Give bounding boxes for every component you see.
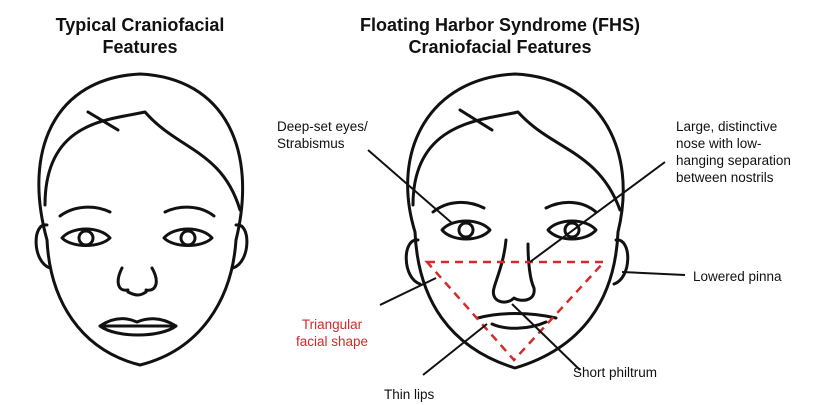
typical-right-brow — [165, 207, 214, 216]
typical-left-iris — [79, 231, 93, 245]
fhs-face — [406, 74, 628, 368]
large-nose-label: Large, distinctive nose with low- hangin… — [676, 118, 791, 186]
large-nose-leader — [530, 162, 665, 262]
triangular-shape-outline — [427, 262, 604, 360]
typical-left-brow — [60, 207, 110, 216]
typical-nose — [118, 268, 156, 295]
fhs-head-outline — [408, 74, 624, 368]
large-nose-line-4: between nostrils — [676, 169, 791, 186]
typical-lips — [100, 319, 176, 335]
triangular-shape-line-2: facial shape — [296, 333, 368, 350]
triangular-shape-line-1: Triangular — [296, 316, 368, 333]
large-nose-line-2: nose with low- — [676, 135, 791, 152]
typical-hair-part — [88, 112, 118, 130]
fhs-lips — [478, 314, 556, 329]
fhs-nose — [493, 240, 534, 302]
typical-right-iris — [181, 231, 195, 245]
typical-face — [36, 74, 247, 365]
thin-lips-label: Thin lips — [384, 386, 434, 403]
typical-hair-line — [45, 112, 240, 210]
fhs-left-iris — [459, 223, 473, 237]
deep-set-eyes-line-2: Strabismus — [277, 135, 368, 152]
deep-set-eyes-label: Deep-set eyes/ Strabismus — [277, 118, 368, 152]
fhs-hair-line — [413, 112, 620, 210]
fhs-hair-part — [460, 110, 492, 130]
lowered-pinna-label: Lowered pinna — [693, 268, 782, 285]
large-nose-line-1: Large, distinctive — [676, 118, 791, 135]
lowered-pinna-leader — [622, 272, 685, 275]
large-nose-line-3: hanging separation — [676, 152, 791, 169]
fhs-right-brow — [546, 202, 596, 212]
fhs-left-brow — [433, 202, 484, 212]
triangular-shape-label: Triangular facial shape — [296, 316, 368, 350]
deep-set-eyes-line-1: Deep-set eyes/ — [277, 118, 368, 135]
short-philtrum-leader — [512, 304, 580, 370]
short-philtrum-label: Short philtrum — [573, 364, 657, 381]
